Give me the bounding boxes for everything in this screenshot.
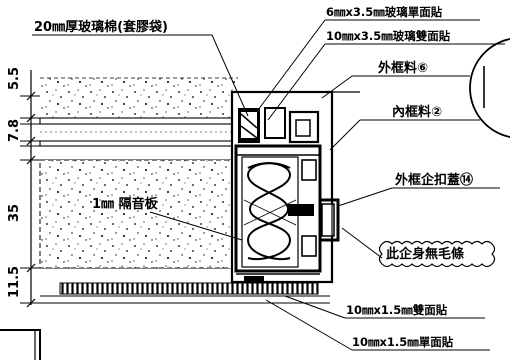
detail-circle [469,38,510,138]
partial-box [0,329,41,360]
label-glass-single-6: 6㎜x3.5㎜玻璃單面貼 [326,5,443,19]
dim-35: 35 [7,204,22,222]
label-outer-cap: 外框企扣蓋⑭ [394,172,473,188]
label-outer-frame: 外框料⑥ [377,60,428,76]
leader-lines [32,19,505,351]
insulation-core [39,159,237,269]
label-glass-double-10: 10㎜x3.5㎜玻璃雙面貼 [326,29,451,43]
no-brush-outline [378,240,496,268]
dim-7-8: 7.8 [7,119,22,142]
dim-5-5: 5.5 [7,67,22,90]
bottom-hatch-strip [59,282,319,295]
label-glass-wool: 20㎜厚玻璃棉(套膠袋) [34,19,168,35]
label-single-10-15: 10㎜x1.5㎜單面貼 [352,335,454,349]
label-double-10-15: 10㎜x1.5㎜雙面貼 [346,303,448,317]
glass-wool-band [40,78,238,118]
dim-11-5: 11.5 [7,266,22,298]
glass-panes [39,117,241,147]
frame-profile [230,90,360,284]
label-inner-frame: 內框料② [392,104,442,120]
label-soundboard: 1㎜ 隔音板 [92,196,159,212]
label-no-brush: 此企身無毛條 [386,246,464,262]
